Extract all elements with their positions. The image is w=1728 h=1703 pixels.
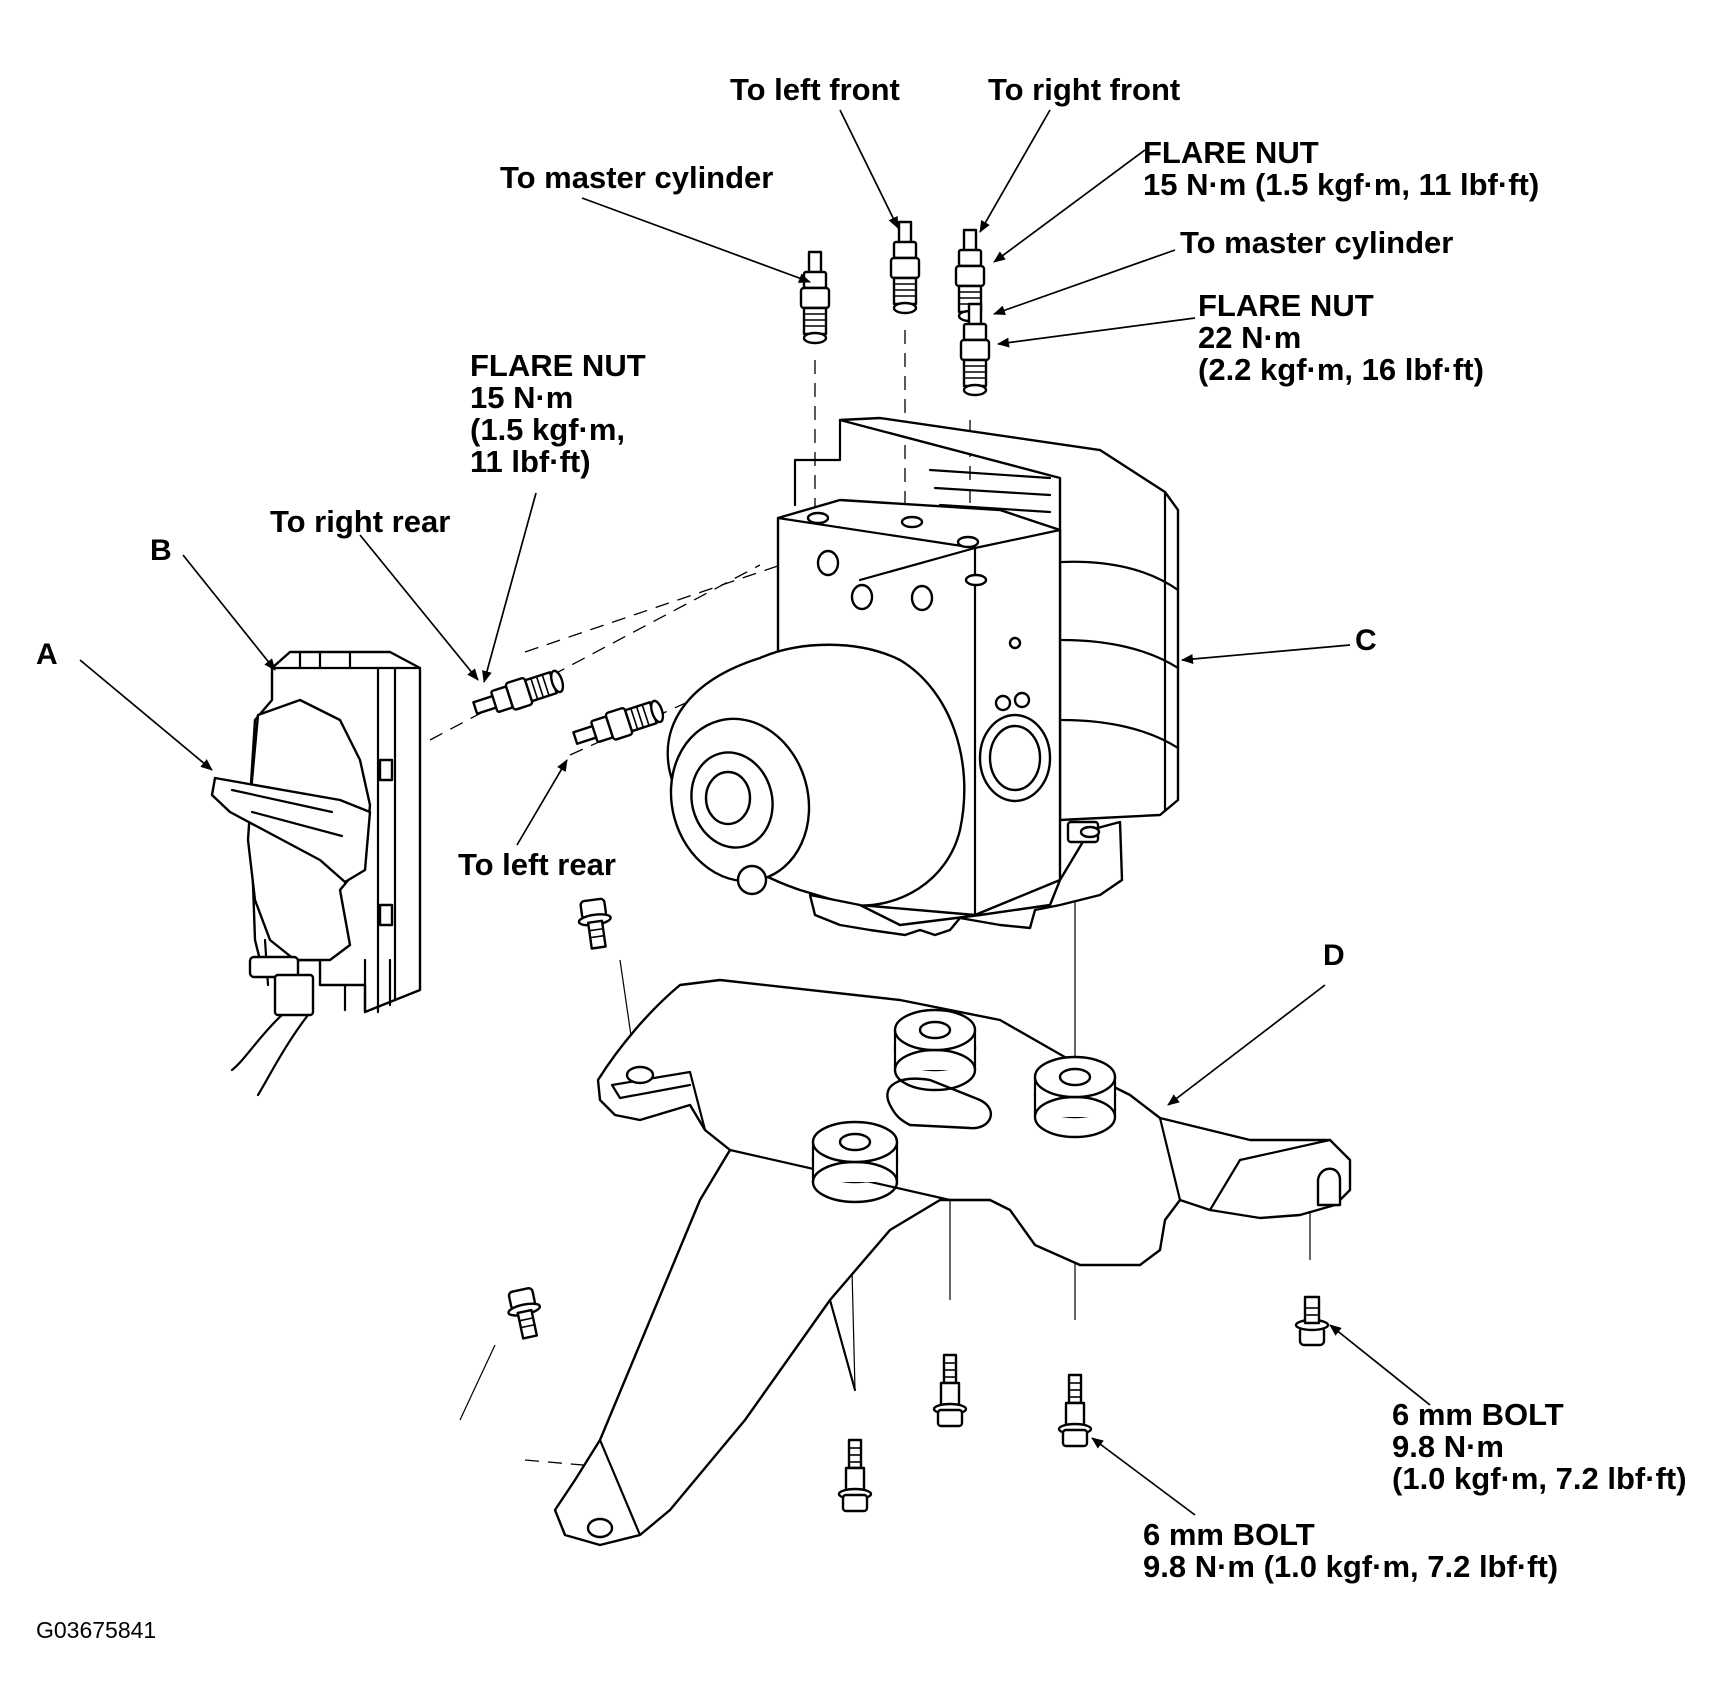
stud-middle	[932, 1353, 968, 1428]
grommet-left	[893, 1008, 977, 1092]
label-bolt-bottom-line1: 9.8 N·m (1.0 kgf·m, 7.2 lbf·ft)	[1143, 1549, 1558, 1584]
label-bolt-right-line1: 9.8 N·m	[1392, 1429, 1504, 1464]
label-bolt-right-title: 6 mm BOLT	[1392, 1397, 1564, 1432]
label-flare-nut-left-line1: 15 N·m	[470, 380, 573, 415]
figure-code: G03675841	[36, 1617, 156, 1643]
letter-d: D	[1323, 939, 1345, 972]
letter-a: A	[36, 638, 58, 671]
stud-right	[1057, 1373, 1093, 1448]
mounting-bracket-d	[553, 978, 1352, 1547]
label-flare-nut-left-line3: 11 lbf·ft)	[470, 444, 591, 479]
rear-line-fittings	[469, 665, 668, 753]
callout-labels: To left front To right front To master c…	[270, 72, 1687, 1584]
label-flare-nut-22-title: FLARE NUT	[1198, 288, 1374, 323]
label-flare-nut-22-line1: 22 N·m	[1198, 320, 1301, 355]
label-flare-nut-top-torque: 15 N·m (1.5 kgf·m, 11 lbf·ft)	[1143, 167, 1539, 202]
bolt-bracket-bottom-left	[503, 1285, 547, 1342]
fitting-left-front	[889, 220, 921, 315]
label-to-left-front: To left front	[730, 72, 900, 107]
label-bolt-bottom-title: 6 mm BOLT	[1143, 1517, 1315, 1552]
label-to-left-rear: To left rear	[458, 847, 616, 882]
label-flare-nut-22-line2: (2.2 kgf·m, 16 lbf·ft)	[1198, 352, 1484, 387]
label-to-right-rear: To right rear	[270, 504, 450, 539]
stud-front	[837, 1438, 873, 1513]
label-to-right-front: To right front	[988, 72, 1180, 107]
connector-lever-a	[210, 698, 372, 992]
fitting-left-rear	[569, 695, 668, 753]
label-bolt-right-line2: (1.0 kgf·m, 7.2 lbf·ft)	[1392, 1461, 1687, 1496]
letter-b: B	[150, 534, 172, 567]
label-to-master-cylinder-top: To master cylinder	[500, 160, 773, 195]
brake-line-fittings	[799, 220, 991, 397]
grommet-front	[811, 1120, 899, 1204]
fitting-master-cylinder-top	[799, 250, 831, 345]
grommet-right	[1033, 1055, 1117, 1139]
label-flare-nut-top-title: FLARE NUT	[1143, 135, 1319, 170]
label-flare-nut-left-title: FLARE NUT	[470, 348, 646, 383]
letter-c: C	[1355, 624, 1377, 657]
bolt-bracket-top-left	[574, 896, 616, 951]
leader-lines	[79, 109, 1431, 1516]
bolt-bracket-right	[1294, 1295, 1330, 1347]
wiring-harness	[230, 955, 315, 1097]
label-to-master-cylinder-right: To master cylinder	[1180, 225, 1453, 260]
label-flare-nut-left-line2: (1.5 kgf·m,	[470, 412, 625, 447]
part-letters: A B C D	[36, 534, 1377, 972]
abs-modulator-c	[666, 416, 1180, 937]
